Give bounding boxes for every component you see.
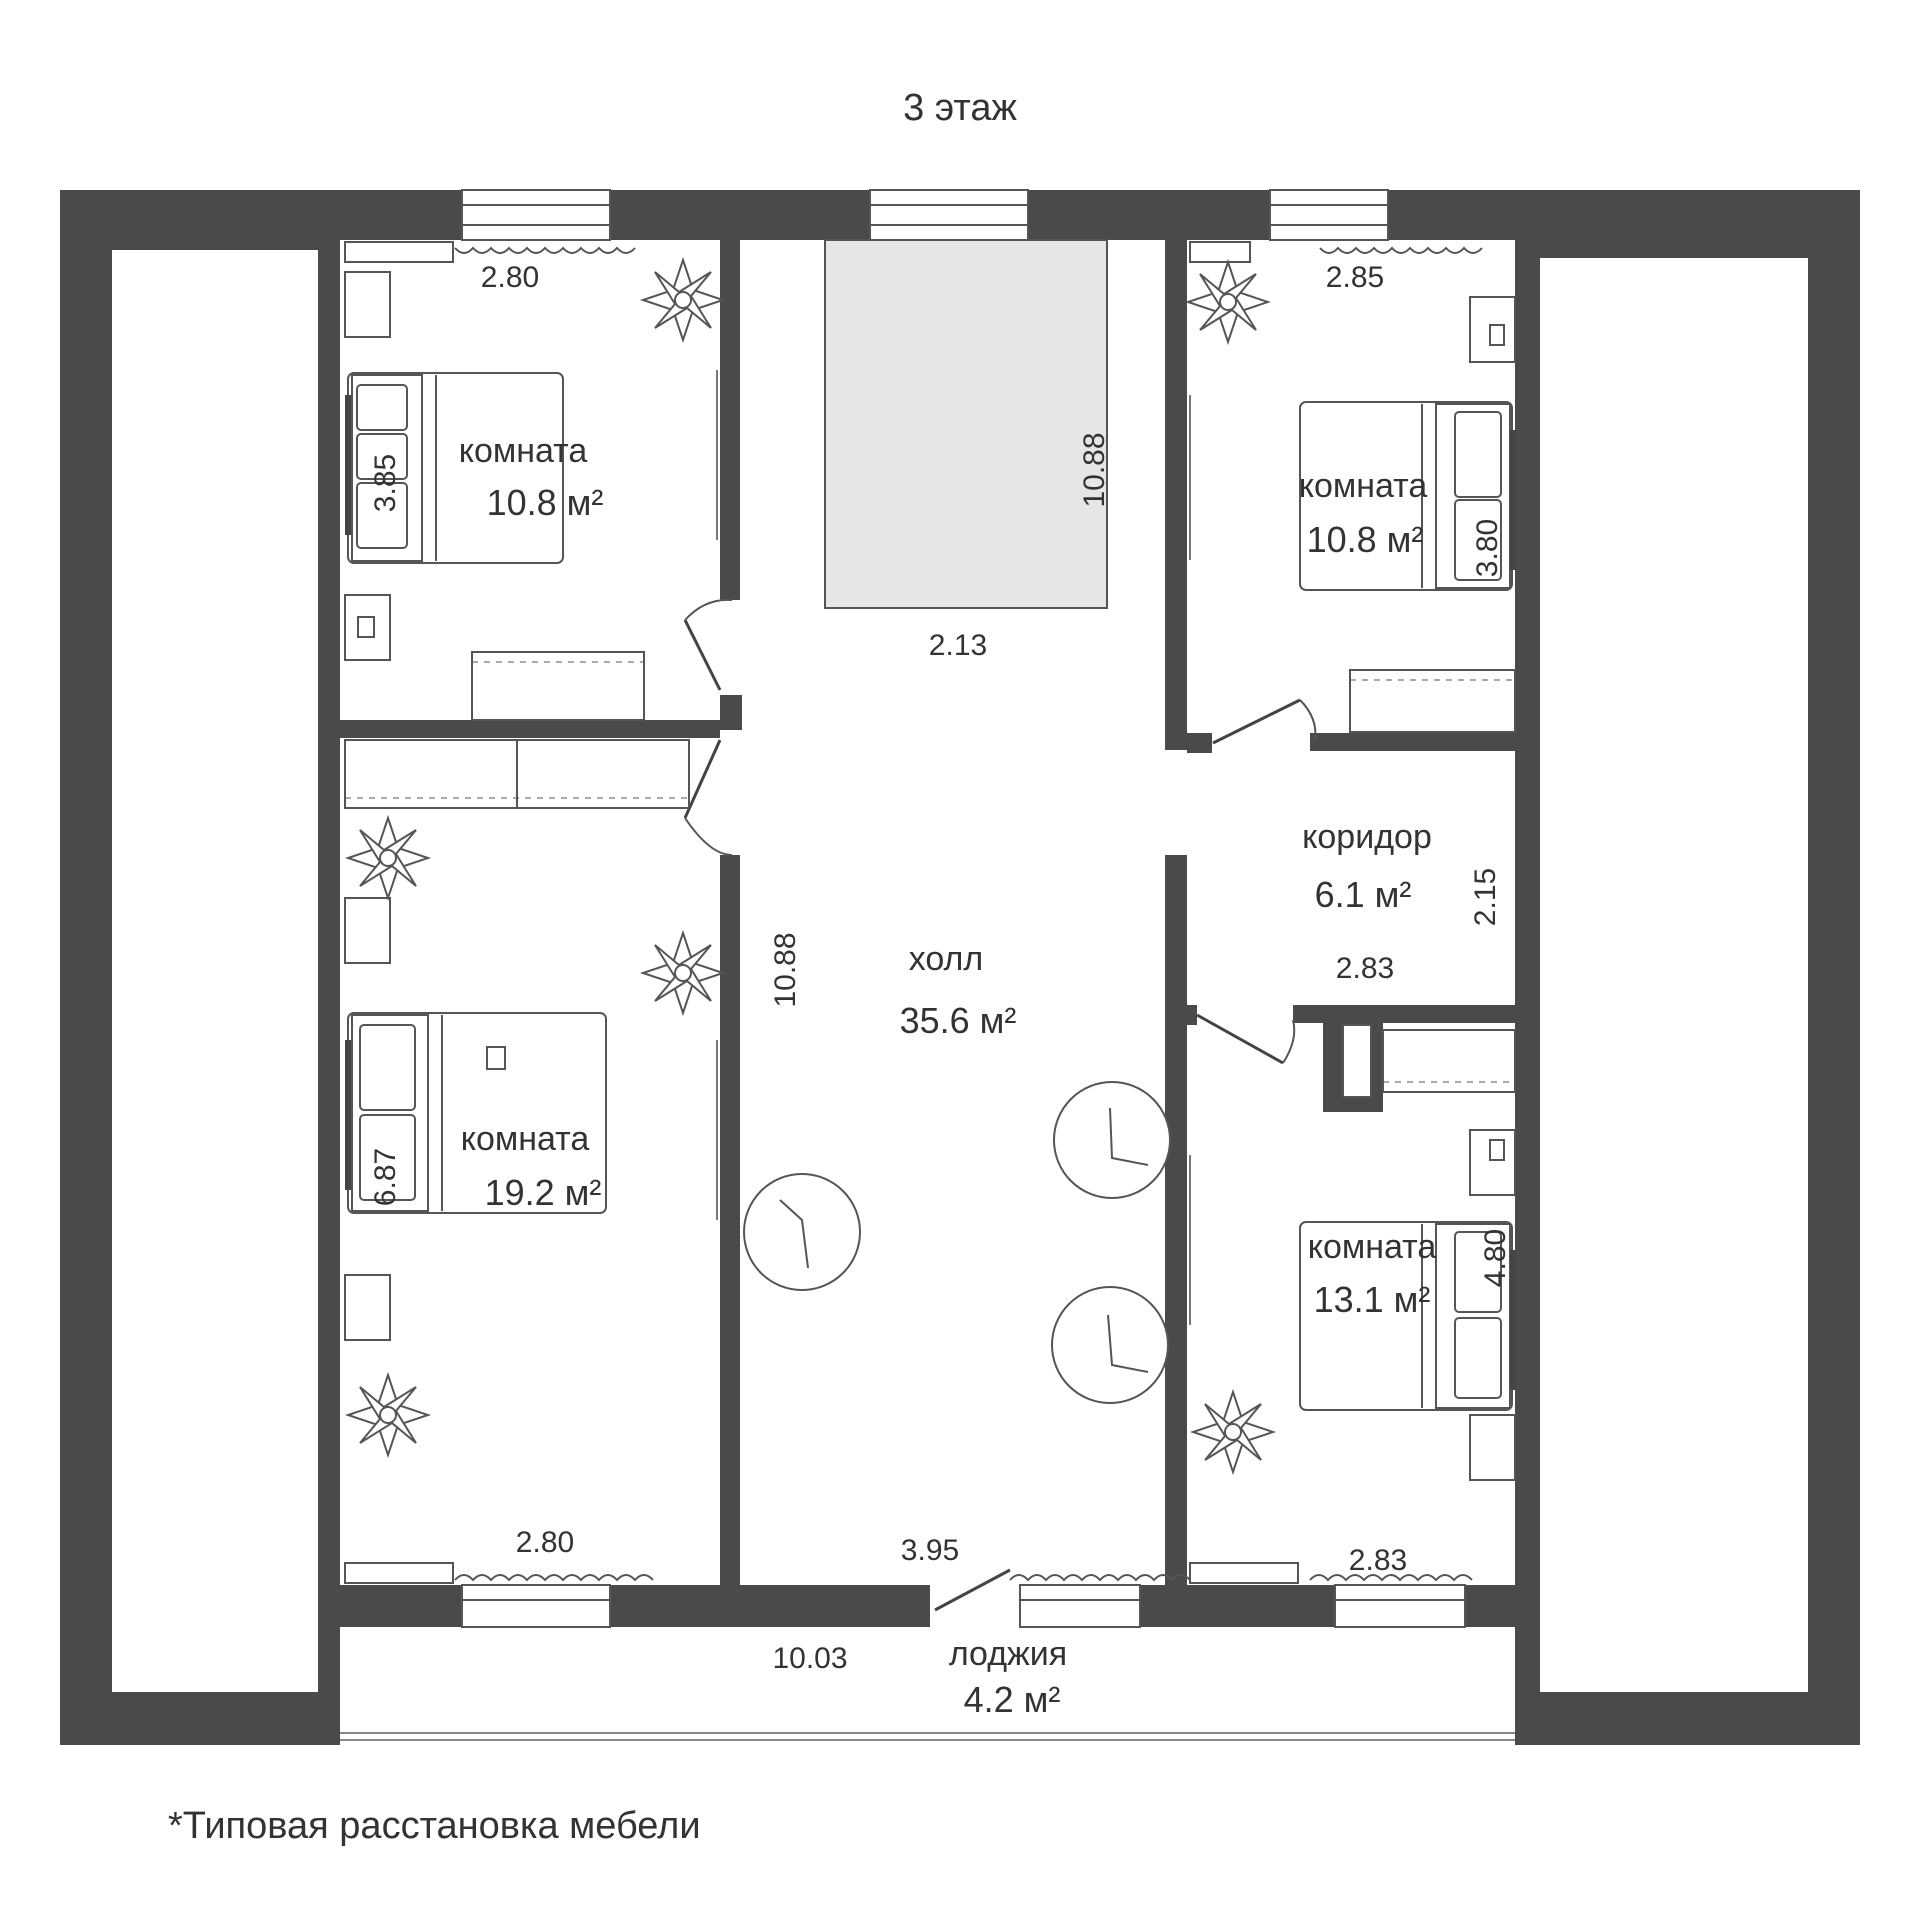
- room-labels: комната 10.8 м² комната 19.2 м² комната …: [459, 432, 1437, 1720]
- nightstand-icon: [344, 271, 1516, 1481]
- dim-br-height: 4.80: [1479, 1229, 1512, 1287]
- room-top-left-area: 10.8 м²: [487, 482, 604, 523]
- dim-corridor-height: 2.15: [1469, 868, 1502, 926]
- floor-title: 3 этаж: [903, 87, 1017, 129]
- dim-rug-width: 2.13: [929, 629, 987, 662]
- dim-hall-width: 3.95: [901, 1534, 959, 1567]
- wardrobe-icon: [344, 241, 1516, 1584]
- dim-bl-width: 2.80: [516, 1526, 574, 1559]
- dim-br-width: 2.83: [1349, 1544, 1407, 1577]
- corridor-area: 6.1 м²: [1315, 874, 1412, 915]
- armchair-icon: [743, 1081, 1171, 1404]
- dim-tr-height: 3.80: [1471, 519, 1504, 577]
- hall-name: холл: [909, 940, 983, 978]
- door-swing-icon: [683, 598, 1317, 1628]
- dim-loggia-width: 10.03: [772, 1642, 847, 1675]
- room-bottom-left-name: комната: [461, 1120, 590, 1158]
- dim-hall-height: 10.88: [769, 932, 802, 1007]
- dim-tl-width: 2.80: [481, 261, 539, 294]
- windows: [340, 189, 1515, 1741]
- room-bottom-left-area: 19.2 м²: [485, 1172, 602, 1213]
- loggia-name: лоджия: [949, 1635, 1067, 1673]
- room-bottom-right-name: комната: [1308, 1228, 1437, 1266]
- plant-icon: [344, 256, 1277, 1476]
- loggia-area: 4.2 м²: [964, 1679, 1061, 1720]
- rug: [824, 239, 1108, 609]
- dim-rug-height: 10.88: [1078, 432, 1111, 507]
- dimension-labels: 2.80 3.85 10.88 2.13 2.85 3.80 10.88 2.1…: [369, 261, 1512, 1675]
- dim-tr-width: 2.85: [1326, 261, 1384, 294]
- dim-bl-height: 6.87: [369, 1148, 402, 1206]
- curtain-icon: [454, 246, 1483, 1582]
- dim-corridor-width: 2.83: [1336, 952, 1394, 985]
- room-top-left-name: комната: [459, 432, 588, 470]
- room-bottom-right-area: 13.1 м²: [1314, 1279, 1431, 1320]
- hall-area: 35.6 м²: [900, 1000, 1017, 1041]
- walls: [60, 190, 1860, 1745]
- dim-tl-height: 3.85: [369, 454, 402, 512]
- corridor-name: коридор: [1302, 818, 1432, 856]
- room-top-right-area: 10.8 м²: [1307, 519, 1424, 560]
- furniture-footnote: *Типовая расстановка мебели: [168, 1805, 701, 1847]
- room-top-right-name: комната: [1299, 467, 1428, 505]
- bed-icon: [345, 372, 1516, 1411]
